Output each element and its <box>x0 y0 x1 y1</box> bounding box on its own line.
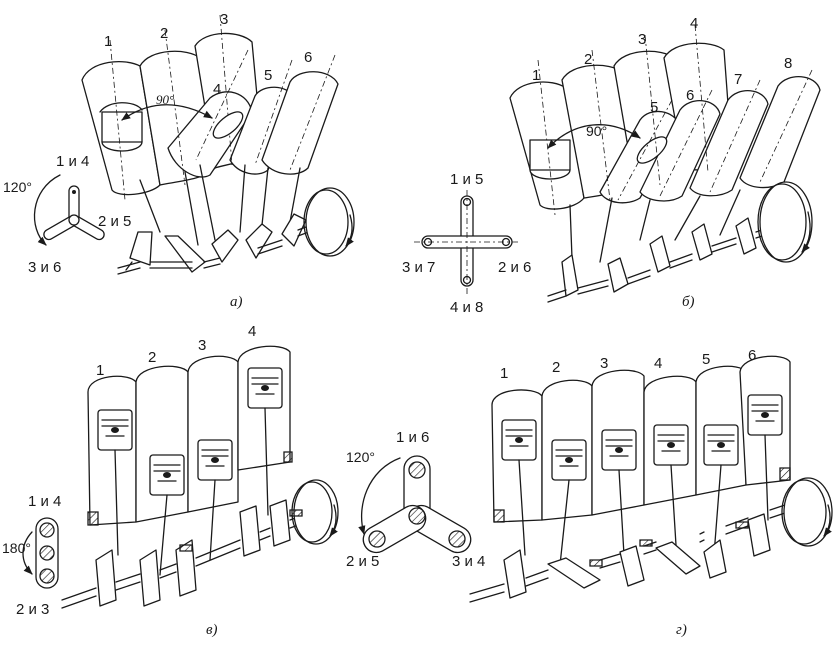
panel-a: 1 2 3 4 5 6 90° 120° 1 и 4 2 и 5 3 и 6 а… <box>3 11 355 310</box>
throw-label-bottom: 4 и 8 <box>450 299 483 316</box>
crankshaft-b <box>547 181 813 303</box>
cylinder-number: 7 <box>734 71 742 88</box>
cylinder-number: 3 <box>638 31 646 48</box>
panel-b: 1 2 3 4 5 6 7 8 90° 1 и 5 2 и 6 3 и 7 4 … <box>402 15 821 316</box>
piston <box>247 367 283 409</box>
piston <box>601 429 637 471</box>
panel-caption: г) <box>676 622 687 638</box>
piston <box>97 409 133 451</box>
piston <box>653 424 689 466</box>
piston <box>703 424 739 466</box>
cylinder-bank-a <box>81 14 339 201</box>
cylinder-number: 4 <box>654 355 662 372</box>
cylinder-number: 6 <box>748 347 756 364</box>
cylinder-labels-g: 1 2 3 4 5 6 <box>500 347 756 382</box>
firing-scheme-v: 1 и 4 180° 2 и 3 <box>2 493 61 618</box>
cylinder-number: 2 <box>148 349 156 366</box>
cylinder-number: 2 <box>552 359 560 376</box>
cylinder-labels-v: 1 2 3 4 <box>96 323 256 379</box>
cylinder-labels-b: 1 2 3 4 5 6 7 8 90° <box>532 15 792 139</box>
cylinder-number: 3 <box>600 355 608 372</box>
crankshaft-g <box>469 434 833 603</box>
piston <box>197 439 233 481</box>
cylinder-number: 8 <box>784 55 792 72</box>
cylinder-number: 4 <box>690 15 698 32</box>
firing-scheme-b: 1 и 5 2 и 6 3 и 7 4 и 8 <box>402 171 531 316</box>
panel-caption: а) <box>230 294 243 310</box>
cylinder-labels-a: 1 2 3 4 5 6 90° <box>104 11 312 107</box>
cylinder-block-v <box>87 345 293 526</box>
firing-scheme-a: 120° 1 и 4 2 и 5 3 и 6 <box>3 153 131 276</box>
cylinder-number: 4 <box>213 81 221 98</box>
panel-caption: б) <box>682 294 695 310</box>
throw-label-right: 2 и 5 <box>98 213 131 230</box>
throw-label-bottom: 2 и 3 <box>16 601 49 618</box>
cylinder-number: 4 <box>248 323 256 340</box>
throw-label-left: 3 и 6 <box>28 259 61 276</box>
throw-label-top: 1 и 5 <box>450 171 483 188</box>
cylinder-number: 5 <box>702 351 710 368</box>
cylinder-number: 2 <box>584 51 592 68</box>
throw-label-right: 3 и 4 <box>452 553 485 570</box>
cylinder-number: 6 <box>304 49 312 66</box>
cylinder-number: 5 <box>650 99 658 116</box>
piston <box>551 439 587 481</box>
cylinder-number: 1 <box>96 362 104 379</box>
vee-angle-label: 90° <box>586 123 607 139</box>
vee-angle-label: 90° <box>156 92 174 107</box>
firing-scheme-g: 120° 1 и 6 2 и 5 3 и 4 <box>346 429 485 570</box>
cylinder-number: 2 <box>160 25 168 42</box>
crank-angle-label: 180° <box>2 540 31 556</box>
crankshaft-a <box>117 164 355 275</box>
panel-g: 120° 1 и 6 2 и 5 3 и 4 <box>346 347 833 638</box>
throw-label-left: 2 и 5 <box>346 553 379 570</box>
cylinder-number: 6 <box>686 87 694 104</box>
cylinder-number: 3 <box>220 11 228 28</box>
cylinder-number: 1 <box>532 67 540 84</box>
throw-label-top: 1 и 6 <box>396 429 429 446</box>
throw-label-right: 2 и 6 <box>498 259 531 276</box>
piston <box>747 394 783 436</box>
cylinder-number: 1 <box>500 365 508 382</box>
throw-label-top: 1 и 4 <box>56 153 89 170</box>
cylinder-number: 3 <box>198 337 206 354</box>
throw-label-top: 1 и 4 <box>28 493 61 510</box>
cylinder-block-g <box>491 355 791 523</box>
crankshaft-v <box>61 407 339 609</box>
cylinder-bank-b <box>509 24 821 216</box>
cylinder-number: 5 <box>264 67 272 84</box>
panel-caption: в) <box>206 622 218 638</box>
piston <box>501 419 537 461</box>
piston <box>149 454 185 496</box>
panel-v: 1 2 3 4 1 и 4 180° 2 и 3 в) <box>2 323 339 638</box>
throw-label-left: 3 и 7 <box>402 259 435 276</box>
crank-angle-label: 120° <box>346 449 375 465</box>
crank-angle-label: 120° <box>3 179 32 195</box>
cylinder-number: 1 <box>104 33 112 50</box>
